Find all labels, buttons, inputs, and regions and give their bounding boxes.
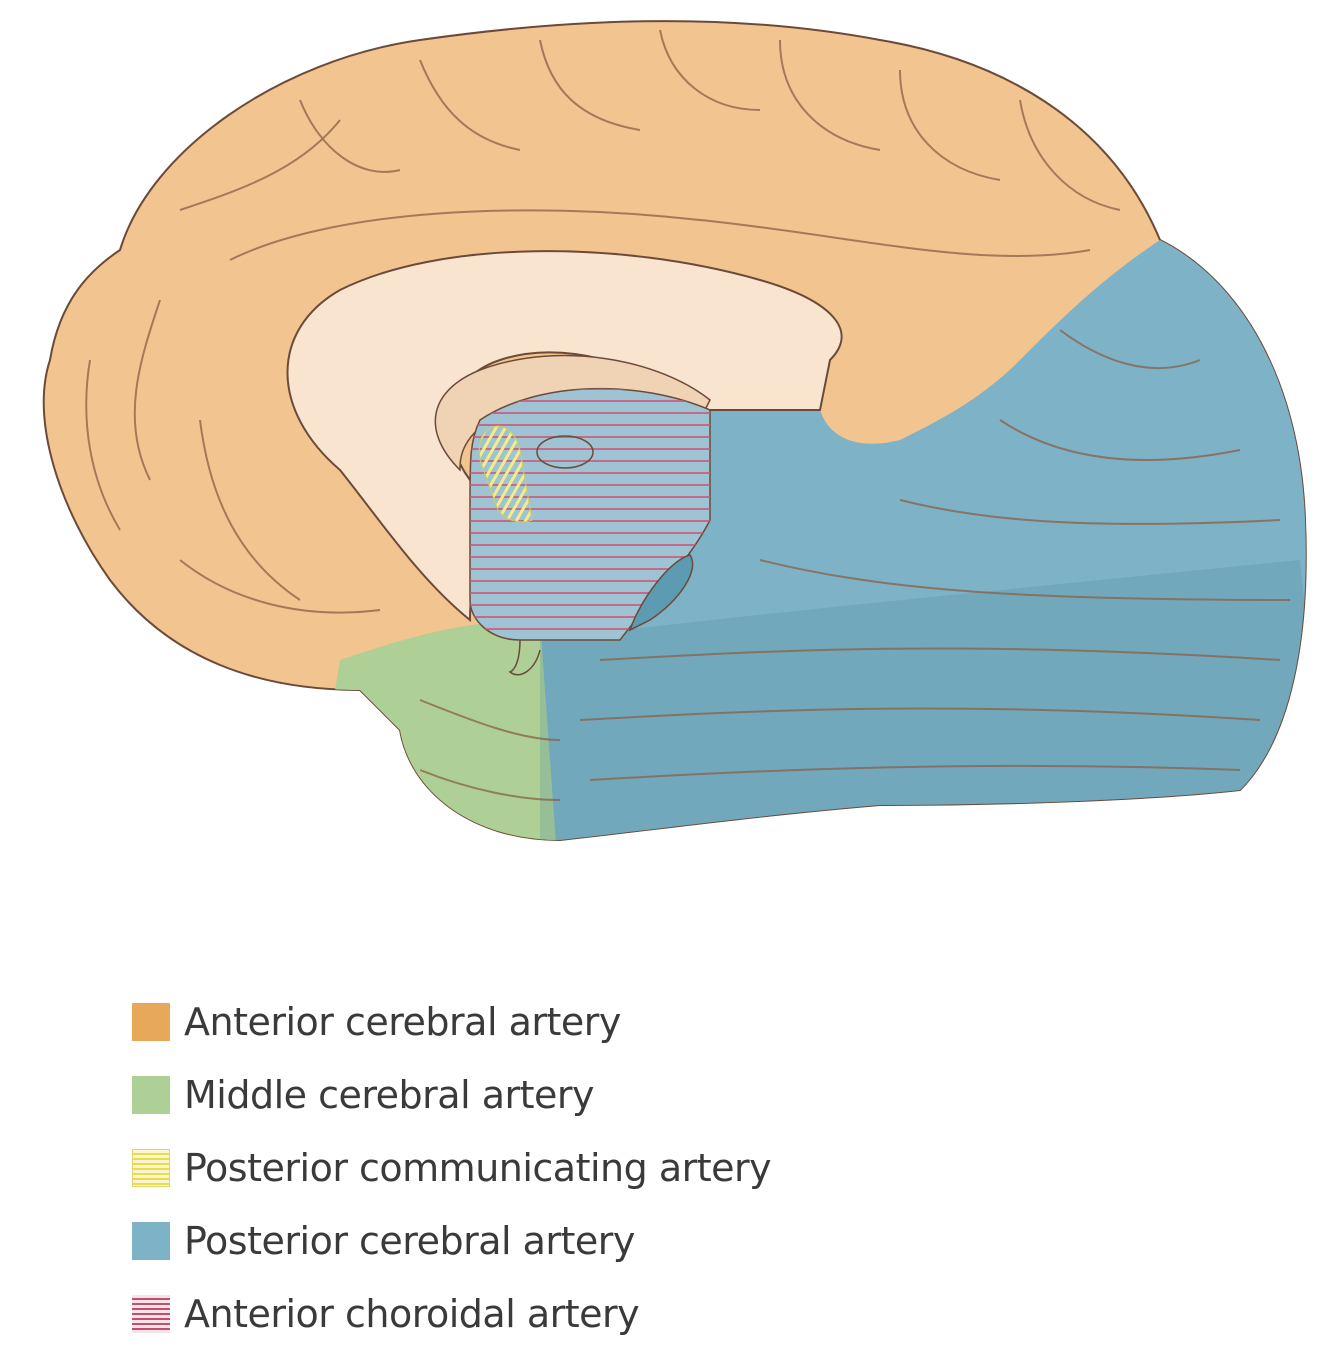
legend-item-posterior-cerebral: Posterior cerebral artery xyxy=(132,1204,771,1277)
posterior-communicating-stripes xyxy=(478,425,533,523)
legend-item-middle-cerebral: Middle cerebral artery xyxy=(132,1058,771,1131)
swatch-posterior-cerebral xyxy=(132,1221,170,1260)
legend-item-anterior-choroidal: Anterior choroidal artery xyxy=(132,1277,771,1350)
legend-item-anterior-cerebral: Anterior cerebral artery xyxy=(132,985,771,1058)
legend-label: Anterior choroidal artery xyxy=(184,1291,640,1336)
swatch-anterior-cerebral xyxy=(132,1002,170,1041)
swatch-middle-cerebral xyxy=(132,1075,170,1114)
gyri-lines xyxy=(85,29,1291,801)
legend-label: Anterior cerebral artery xyxy=(184,999,621,1044)
legend-label: Posterior cerebral artery xyxy=(184,1218,635,1263)
anterior-choroidal-stripes xyxy=(470,388,710,640)
legend: Anterior cerebral artery Middle cerebral… xyxy=(132,985,772,1350)
legend-label: Middle cerebral artery xyxy=(184,1072,595,1117)
posterior-cerebral-region xyxy=(540,200,1306,840)
brain-medial-diagram xyxy=(42,20,1307,842)
swatch-posterior-communicating xyxy=(132,1148,170,1187)
brainstem-outline xyxy=(508,639,541,676)
legend-label: Posterior communicating artery xyxy=(184,1145,772,1190)
legend-item-posterior-communicating: Posterior communicating artery xyxy=(132,1131,772,1204)
pineal-structure xyxy=(628,554,694,632)
swatch-anterior-choroidal xyxy=(132,1294,170,1333)
interthalamic-adhesion xyxy=(536,435,594,469)
